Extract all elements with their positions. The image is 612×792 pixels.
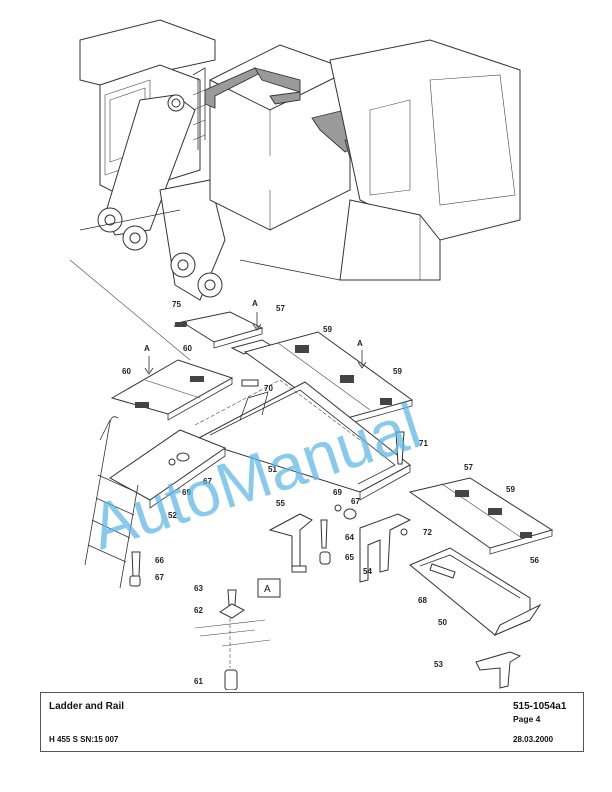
callout-54: 54	[363, 567, 372, 576]
title-block: Ladder and Rail 515-1054a1 Page 4 H 455 …	[40, 692, 584, 752]
callout-70: 70	[264, 384, 273, 393]
callout-64: 64	[345, 533, 354, 542]
callout-62: 62	[194, 606, 203, 615]
exploded-parts-diagram: A A A A 75 57 59 60 60 59 70 71 51 69 67…	[69, 19, 554, 690]
callout-68: 68	[418, 596, 427, 605]
view-marker-a-3: A	[357, 339, 363, 348]
callout-56: 56	[530, 556, 539, 565]
callout-57: 57	[464, 463, 473, 472]
page-number: Page 4	[513, 714, 541, 724]
machine-overview-illustration	[69, 19, 521, 361]
model-serial: H 455 S SN:15 007	[49, 735, 119, 744]
callout-61: 61	[194, 677, 203, 686]
callout-55: 55	[276, 499, 285, 508]
callout-65: 65	[345, 553, 354, 562]
callout-63: 63	[194, 584, 203, 593]
callout-50: 50	[438, 618, 447, 627]
document-date: 28.03.2000	[513, 735, 554, 744]
callout-59: 59	[393, 367, 402, 376]
callout-71: 71	[419, 439, 428, 448]
callout-67: 67	[203, 477, 212, 486]
ladder-platform	[84, 416, 227, 589]
callout-57: 57	[276, 304, 285, 313]
view-arrows	[144, 312, 367, 375]
callout-60: 60	[183, 344, 192, 353]
document-number: 515-1054a1	[513, 701, 567, 712]
callout-60: 60	[122, 367, 131, 376]
callout-51: 51	[268, 465, 277, 474]
support-brackets	[129, 379, 542, 690]
callout-69: 69	[333, 488, 342, 497]
view-marker-a-1: A	[252, 299, 258, 308]
view-marker-a-2: A	[144, 344, 150, 353]
view-marker-a-box: A	[264, 584, 271, 595]
main-frame	[193, 379, 411, 501]
callout-72: 72	[423, 528, 432, 537]
callout-66: 66	[155, 556, 164, 565]
grating-panels	[110, 311, 554, 555]
callout-53: 53	[434, 660, 443, 669]
callout-59: 59	[506, 485, 515, 494]
drawing-title: Ladder and Rail	[49, 701, 125, 712]
callout-69: 69	[182, 488, 191, 497]
callout-67: 67	[155, 573, 164, 582]
callout-67: 67	[351, 497, 360, 506]
callout-52: 52	[168, 511, 177, 520]
callout-labels: 75 57 59 60 60 59 70 71 51 69 67 67 69 5…	[122, 300, 539, 686]
callout-59: 59	[323, 325, 332, 334]
callout-75: 75	[172, 300, 181, 309]
